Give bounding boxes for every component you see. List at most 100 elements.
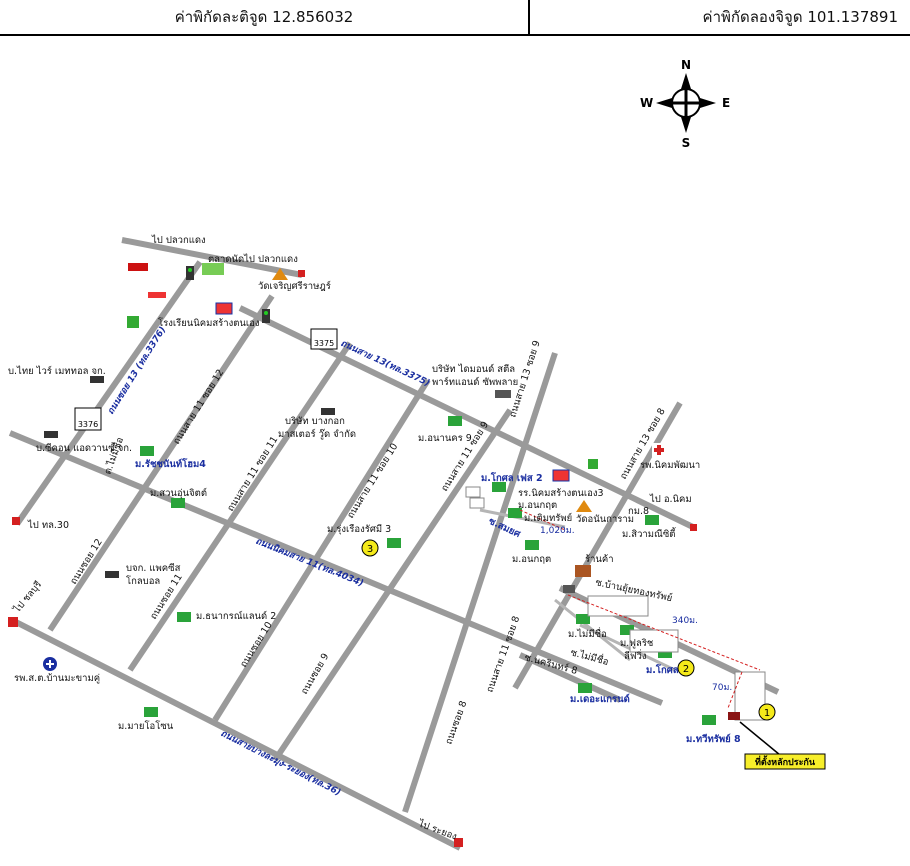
- road-s11-11: [127, 341, 353, 672]
- label-to-pluakdaeng: ไป ปลวกแดง: [151, 234, 206, 246]
- road-soi13-3376: [14, 260, 203, 526]
- label-noname-village: ม.ไม่มีชื่อ: [568, 627, 607, 640]
- label-bangkok-master-2: มาสเตอร์ วู๊ด จำกัด: [278, 428, 356, 440]
- label-diamond-1: บริษัท ไดมอนด์ สตีล: [432, 363, 515, 375]
- svg-text:3376: 3376: [78, 420, 98, 429]
- road-soi-nakorn: [518, 652, 622, 703]
- distance-70: 70ม.: [712, 683, 732, 693]
- label-ananda2: ม.อนกฤต: [512, 554, 551, 565]
- label-soi9: ถนนซอย 9: [299, 652, 331, 697]
- compass-n: N: [681, 58, 691, 72]
- label-wat-ananda: วัดอนันการาม: [576, 514, 634, 525]
- label-rachaphon4: ม.รัชชนันท์โฮม4: [135, 458, 206, 470]
- latitude-cell: ค่าพิกัดละติจูด 12.856032: [0, 0, 530, 36]
- label-bangkok-master-1: บริษัท บางกอก: [285, 416, 345, 427]
- label-bangna: ถนนสายบางละมุง-ระยอง(ทล.36): [219, 729, 343, 799]
- label-kosol: ม.โกศล: [646, 664, 679, 676]
- temple-icon: [272, 268, 288, 280]
- label-maiwhason: ม.มายโอโซน: [118, 720, 174, 732]
- label-kosol2: ม.โกศล เฟส 2: [481, 472, 543, 484]
- marker-1: 1: [758, 703, 776, 721]
- label-fularich-2: ลีฟวิ่ง: [624, 649, 647, 662]
- road-s11-9: [272, 408, 513, 762]
- label-school3: รร.นิคมสร้างตนเอง3: [518, 488, 604, 499]
- factory-icon-3: [321, 408, 335, 415]
- label-wat-charoen: วัดเจริญศรีราษฎร์: [258, 280, 331, 292]
- landmark-icons: [43, 263, 666, 671]
- seven-eleven-icon: [127, 316, 139, 328]
- temple-icon-2: [576, 500, 592, 512]
- factory-icon-4: [495, 390, 511, 398]
- label-sermsap: ม.เติมทรัพย์: [524, 512, 572, 524]
- label-rungruang3: ม.รุ่งเรืองรัศมี 3: [327, 523, 391, 535]
- label-s11-12: ถนนสาย 11 ซอย 12: [171, 367, 226, 446]
- compass-w: W: [640, 96, 653, 110]
- factory-icon-1: [90, 376, 104, 383]
- market-icon: [202, 263, 224, 275]
- label-seecon: บ.ซีคอน แอดวานซ์ จก.: [36, 442, 132, 454]
- road-nikom-4034: [8, 430, 664, 706]
- label-market: ตลาดนัดไป ปลวกแดง: [208, 253, 298, 265]
- factory-icon-5: [105, 571, 119, 578]
- school-icon: [215, 302, 233, 315]
- label-thai-wire: บ.ไทย ไวร์ เมททอล จก.: [8, 365, 106, 377]
- label-soi8: ถนนซอย 8: [443, 699, 469, 746]
- label-siwaman: ม.สิวามณีซิตี้: [622, 527, 677, 540]
- label-to-nikom: ไป อ.นิคม: [649, 493, 692, 505]
- svg-text:2: 2: [683, 664, 689, 675]
- distance-1020: 1,020ม.: [540, 526, 575, 536]
- bus-icon: [563, 585, 575, 593]
- compass-e: E: [722, 96, 730, 110]
- label-somboon: ต.ไม่มีชื่อ: [101, 435, 126, 476]
- school-icon-2: [552, 469, 570, 482]
- label-s11-11: ถนนสาย 11 ซอย 11: [225, 434, 280, 513]
- label-soi10: ถนนซอย 10: [238, 620, 275, 670]
- label-hospital-nikom: รพ.นิคมพัฒนา: [640, 460, 700, 471]
- label-s11-10: ถนนสาย 11 ซอย 10: [345, 441, 400, 520]
- distance-340: 340ม.: [672, 616, 698, 626]
- label-to-chonburi: ไป ชลบุรี: [10, 579, 44, 616]
- marker-2: 2: [677, 659, 695, 677]
- label-soi13: ถนนซอย 13 (ทล.3376): [106, 325, 168, 416]
- compass-rose: N S E W: [640, 58, 730, 150]
- label-thanakorn2: ม.ธนากรณ์แลนด์ 2: [196, 610, 276, 622]
- compass-s: S: [682, 136, 691, 150]
- label-nikom: ถนนนิคมสาย 11(ทล.4034): [254, 536, 365, 589]
- svg-text:1: 1: [764, 708, 770, 719]
- svg-text:ที่ตั้งหลักประกัน: ที่ตั้งหลักประกัน: [755, 755, 816, 768]
- label-school-nikom: โรงเรียนนิคมสร้างตนเอง: [158, 317, 260, 329]
- road-end-markers: [8, 270, 697, 847]
- road-s11-12: [47, 294, 275, 632]
- label-the-grand: ม.เดอะแกรนด์: [570, 693, 630, 705]
- label-pacific-2: โกลบอล: [126, 575, 160, 587]
- label-diamond-2: พาร์ทแอนด์ ซัพพลาย: [432, 376, 518, 388]
- label-to-tl30: ไป ทล.30: [27, 519, 69, 531]
- seven-eleven-icon-2: [588, 459, 598, 469]
- shop-icon: [575, 565, 591, 577]
- label-suanoon: ม.สวนอุ่นจิตต์: [150, 487, 207, 499]
- road-s13-9: [402, 352, 558, 813]
- label-fularich-1: ม.ฟูลริช: [620, 638, 654, 649]
- shield-3375: 3375: [310, 328, 338, 350]
- svg-text:3375: 3375: [314, 339, 334, 348]
- coordinate-bar: ค่าพิกัดละติจูด 12.856032 ค่าพิกัดลองจิจ…: [0, 0, 910, 38]
- marker-3: 3: [361, 539, 379, 557]
- label-pacific-1: บจก. แพคซีส: [126, 562, 181, 574]
- minor-roads: [479, 508, 676, 672]
- label-km8: กม.8: [628, 506, 649, 517]
- factory-icon-2: [44, 431, 58, 438]
- tesco-icon: [148, 292, 166, 298]
- shield-3376: 3376: [74, 407, 102, 431]
- roads: [8, 237, 780, 851]
- longitude-cell: ค่าพิกัดลองจิจูด 101.137891: [530, 0, 910, 36]
- collateral-callout: ที่ตั้งหลักประกัน: [744, 753, 826, 770]
- label-hospital-banmaba: รพ.ส.ต.บ้านมะขามคู่: [14, 673, 100, 684]
- distance-lines: [519, 509, 761, 709]
- road-s11-10: [212, 378, 431, 722]
- label-thaweesap8: ม.ทวีทรัพย์ 8: [686, 733, 741, 745]
- svg-text:3: 3: [367, 544, 373, 555]
- road-top: [121, 237, 303, 278]
- village-icons: [140, 416, 716, 725]
- collateral-plot: [728, 712, 740, 720]
